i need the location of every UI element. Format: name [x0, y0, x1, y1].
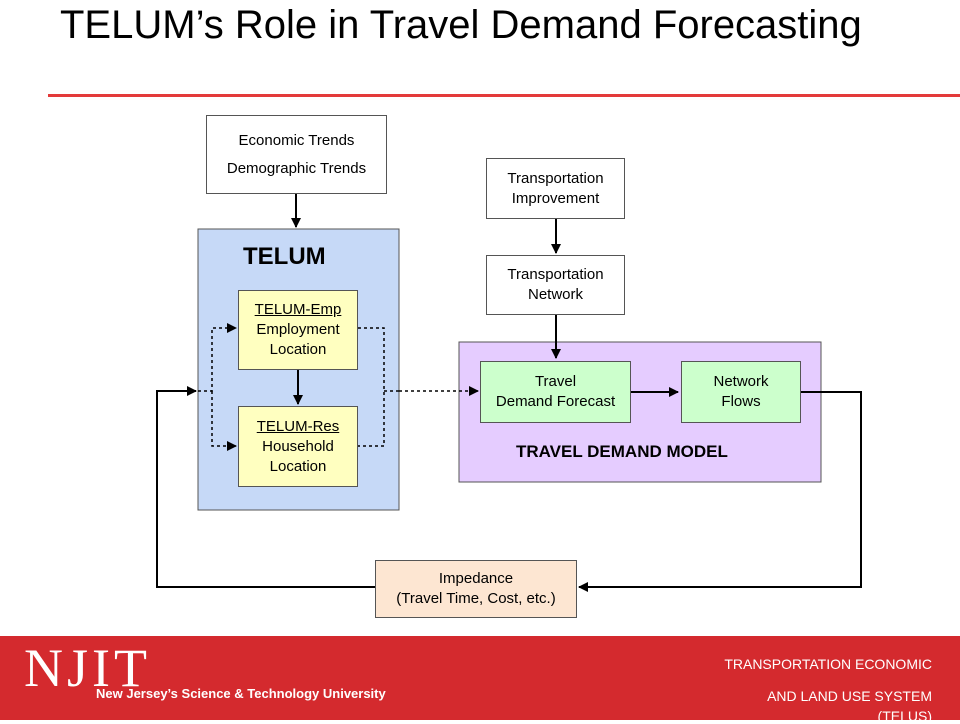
travel-demand-forecast-box: Travel Demand Forecast	[480, 361, 631, 423]
slide-title: TELUM’s Role in Travel Demand Forecastin…	[60, 3, 862, 47]
diagram-canvas	[156, 194, 862, 592]
njit-logo: NJIT	[24, 638, 151, 698]
transport-network-line1: Transportation	[507, 266, 604, 283]
demographic-trends-text: Demographic Trends	[226, 159, 367, 177]
telum-emp-title: TELUM-Emp	[254, 301, 342, 318]
network-flows-line1: Network	[713, 373, 769, 390]
footer-line2: AND LAND USE SYSTEM	[767, 688, 932, 704]
telum-res-box: TELUM-Res Household Location	[238, 406, 358, 487]
dotted-left-to-res	[211, 391, 237, 451]
title-rule	[48, 94, 960, 97]
njit-tagline: New Jersey’s Science & Technology Univer…	[96, 686, 386, 701]
dotted-left-to-emp	[198, 323, 237, 392]
transport-network-line2: Network	[527, 286, 583, 303]
transport-improvement-box: Transportation Improvement	[486, 158, 625, 219]
impedance-box: Impedance (Travel Time, Cost, etc.)	[375, 560, 577, 618]
telum-region-label: TELUM	[243, 243, 326, 270]
network-flows-line2: Flows	[721, 393, 761, 410]
telum-emp-line1: Employment	[256, 321, 340, 338]
travel-demand-line1: Travel	[534, 373, 577, 390]
tdm-region-label: TRAVEL DEMAND MODEL	[516, 442, 728, 461]
telum-emp-line2: Location	[269, 341, 327, 358]
travel-demand-line2: Demand Forecast	[495, 393, 616, 410]
transport-network-box: Transportation Network	[486, 255, 625, 315]
telum-res-line2: Location	[269, 457, 327, 475]
footer-line3: (TELUS)	[877, 708, 932, 724]
economic-trends-text: Economic Trends	[238, 131, 355, 149]
telum-res-line1: Household	[262, 437, 334, 455]
telum-res-title: TELUM-Res	[256, 417, 340, 435]
footer-line1: TRANSPORTATION ECONOMIC	[724, 656, 932, 672]
transport-improvement-line1: Transportation	[507, 169, 604, 187]
impedance-line1: Impedance	[438, 570, 514, 587]
telum-emp-box: TELUM-Emp Employment Location	[238, 290, 358, 370]
trends-box: Economic Trends Demographic Trends	[206, 115, 387, 194]
dotted-emp-to-right	[358, 327, 385, 447]
arrow-flows-to-impedance	[578, 391, 862, 592]
transport-improvement-line2: Improvement	[511, 189, 600, 207]
arrow-impedance-to-telum	[156, 386, 375, 588]
network-flows-box: Network Flows	[681, 361, 801, 423]
impedance-line2: (Travel Time, Cost, etc.)	[396, 590, 556, 607]
footer-bar: NJIT New Jersey’s Science & Technology U…	[0, 636, 960, 724]
